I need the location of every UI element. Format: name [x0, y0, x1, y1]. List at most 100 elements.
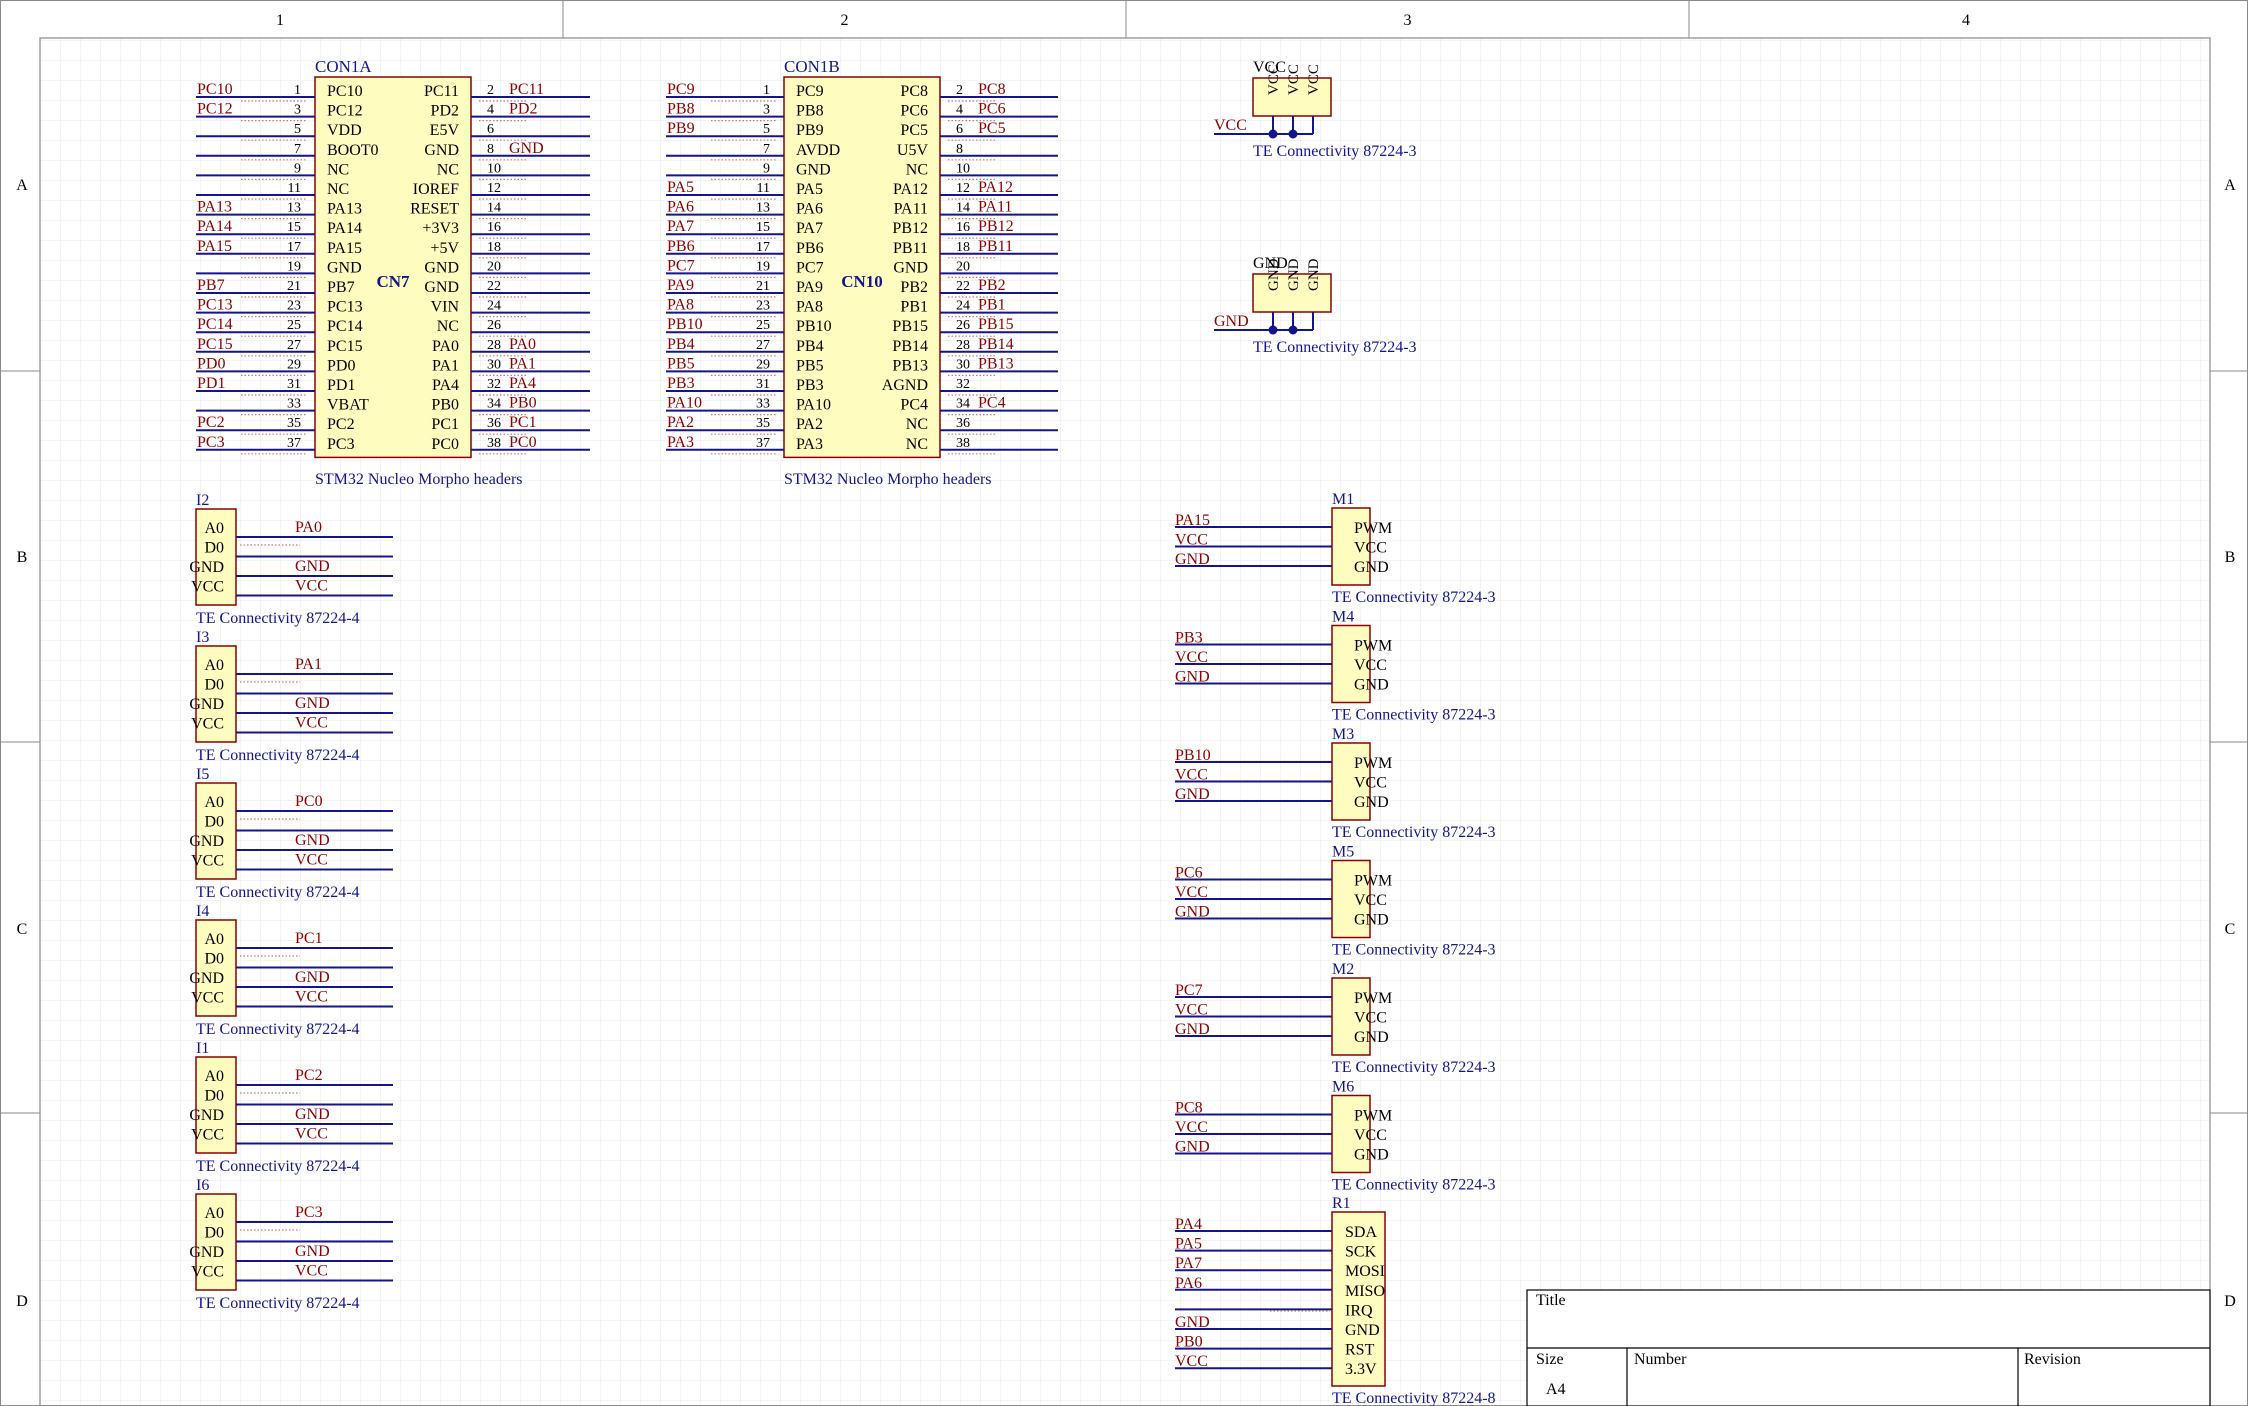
- net-label: GND: [295, 558, 330, 575]
- motor-comment: TE Connectivity 87224-3: [1332, 1059, 1496, 1076]
- header-center-label: CN7: [376, 272, 410, 291]
- net-label: VCC: [1175, 884, 1208, 901]
- power-pin-label: VCC: [1286, 64, 1302, 95]
- motor-comment: TE Connectivity 87224-3: [1332, 824, 1496, 841]
- power-pin-label: GND: [1286, 258, 1302, 291]
- pin-number: 25: [287, 318, 301, 333]
- motor-pin-name: PWM: [1354, 755, 1392, 772]
- pin-number: 20: [487, 259, 501, 274]
- pin-number: 26: [487, 318, 501, 333]
- motor-pin-name: GND: [1354, 1147, 1389, 1164]
- net-label: VCC: [1175, 1119, 1208, 1136]
- motor-designator: M4: [1332, 609, 1354, 626]
- net-label: PC13: [197, 297, 233, 314]
- pin-number: 34: [487, 397, 501, 412]
- rfid-pin-name: IRQ: [1345, 1302, 1373, 1319]
- sensor-comment: TE Connectivity 87224-4: [196, 610, 360, 627]
- motor-comment: TE Connectivity 87224-3: [1332, 1177, 1496, 1194]
- net-label: VCC: [295, 1263, 328, 1280]
- header-designator: CON1A: [315, 57, 372, 76]
- net-label: PC8: [1175, 1100, 1203, 1117]
- net-label: PA14: [197, 218, 232, 235]
- motor-body: [1331, 1094, 1371, 1174]
- net-label: PA10: [667, 395, 702, 412]
- pin-name: PA14: [327, 220, 362, 237]
- number-label: Number: [1634, 1351, 1687, 1368]
- header-body: [783, 76, 941, 459]
- net-label: VCC: [1175, 1353, 1208, 1370]
- row-label-left: D: [16, 1293, 28, 1310]
- net-label: PA5: [667, 179, 694, 196]
- pin-name: PC0: [431, 436, 459, 453]
- pin-number: 11: [288, 181, 301, 196]
- pin-number: 35: [287, 416, 301, 431]
- pin-name: PA13: [327, 201, 362, 218]
- net-label: PC2: [295, 1067, 323, 1084]
- pin-number: 35: [756, 416, 770, 431]
- pin-number: 17: [756, 240, 770, 255]
- sensor-body: [195, 919, 237, 1017]
- motor-pin-name: VCC: [1354, 1010, 1387, 1027]
- pin-name: PD1: [327, 377, 355, 394]
- net-label: VCC: [1175, 767, 1208, 784]
- pin-name: PB11: [893, 240, 928, 257]
- pin-name: PC5: [900, 122, 928, 139]
- net-label: PC3: [197, 434, 225, 451]
- net-label: PB14: [978, 336, 1014, 353]
- pin-name: NC: [906, 436, 928, 453]
- junction-dot: [1288, 129, 1298, 139]
- net-label: PB12: [978, 218, 1014, 235]
- pin-number: 10: [487, 161, 501, 176]
- net-label: PA0: [295, 519, 322, 536]
- pin-number: 24: [487, 299, 501, 314]
- motor-designator: M6: [1332, 1079, 1354, 1096]
- net-label: VCC: [295, 1126, 328, 1143]
- power-top-label: GND: [1253, 255, 1288, 272]
- sensor-pin-name: GND: [189, 1107, 224, 1124]
- pin-name: PB5: [796, 357, 824, 374]
- motor-pin-name: PWM: [1354, 638, 1392, 655]
- net-label: PC1: [509, 414, 537, 431]
- pin-name: +3V3: [422, 220, 459, 237]
- motor-pin-name: VCC: [1354, 657, 1387, 674]
- pin-name: NC: [327, 181, 349, 198]
- motor-body: [1331, 742, 1371, 821]
- sensor-designator: I5: [196, 766, 209, 783]
- net-label: PA0: [509, 336, 536, 353]
- pin-name: PA1: [432, 357, 459, 374]
- motor-designator: M2: [1332, 961, 1354, 978]
- sensor-designator: I2: [196, 492, 209, 509]
- column-label: 3: [1404, 12, 1412, 29]
- net-label: PC5: [978, 120, 1006, 137]
- sensor-pin-name: D0: [204, 1088, 224, 1105]
- pin-number: 4: [487, 103, 494, 118]
- pin-number: 27: [287, 338, 301, 353]
- row-label-right: D: [2224, 1293, 2236, 1310]
- pin-number: 36: [956, 416, 970, 431]
- pin-name: PB12: [892, 220, 928, 237]
- pin-number: 15: [756, 220, 770, 235]
- sensor-designator: I4: [196, 903, 209, 920]
- rfid-pin-name: SCK: [1345, 1244, 1377, 1261]
- net-label: PD2: [509, 101, 537, 118]
- pin-number: 8: [956, 142, 963, 157]
- net-label: VCC: [1175, 532, 1208, 549]
- net-label: VCC: [295, 715, 328, 732]
- pin-number: 3: [294, 103, 301, 118]
- pin-number: 12: [956, 181, 970, 196]
- pin-number: 23: [756, 299, 770, 314]
- power-connector-body: [1252, 77, 1332, 117]
- sensor-pin-name: A0: [204, 1068, 224, 1085]
- net-label: PC2: [197, 414, 225, 431]
- motor-pin-name: GND: [1354, 677, 1389, 694]
- net-label: PB9: [667, 120, 695, 137]
- motor-pin-name: PWM: [1354, 1108, 1392, 1125]
- pin-number: 3: [763, 103, 770, 118]
- net-label: PC7: [1175, 982, 1203, 999]
- net-label: PA5: [1175, 1236, 1202, 1253]
- net-label: PB3: [1175, 630, 1203, 647]
